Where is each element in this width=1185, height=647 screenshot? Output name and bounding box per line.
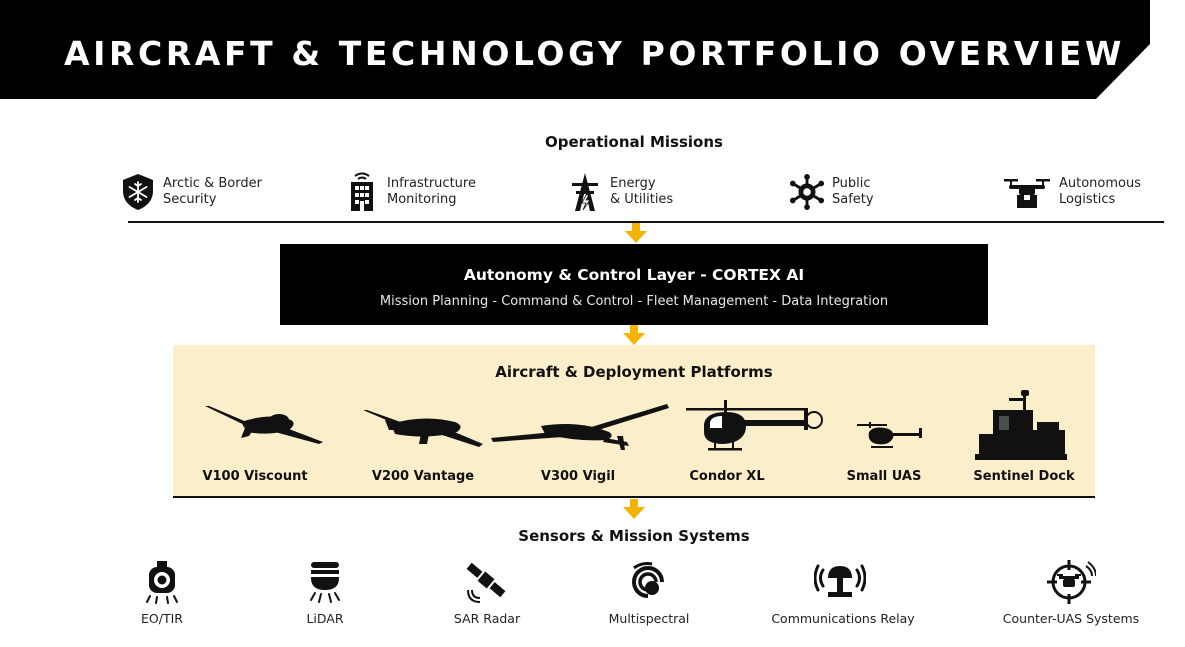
building-icon [344,172,380,211]
cortex-layer-box: Autonomy & Control Layer - CORTEX AI Mis… [280,244,988,325]
platform-label: V200 Vantage [371,469,475,484]
mission-logistics: Autonomous Logistics [1002,172,1141,212]
sentinel-dock-station-icon [973,390,1069,462]
platform-label: Small UAS [846,469,922,484]
platforms-divider [173,496,1095,498]
missions-divider [128,221,1164,223]
cortex-title: Autonomy & Control Layer - CORTEX AI [463,266,805,284]
sensors-title: Sensors & Mission Systems [518,527,750,545]
camera-gimbal-icon [146,561,178,604]
v300-vigil-aircraft-icon [489,402,669,452]
platform-label: Sentinel Dock [973,469,1075,484]
v100-viscount-aircraft-icon [201,402,327,444]
missions-title: Operational Missions [545,133,723,151]
cortex-subtitle: Mission Planning - Command & Control - F… [379,294,889,309]
platform-label: Condor XL [689,469,765,484]
banner-shape [0,0,1150,99]
mission-label: Public Safety [832,176,874,207]
sensor-label: Communications Relay [771,611,915,626]
mission-energy: Energy & Utilities [567,172,673,212]
mission-label: Arctic & Border Security [163,176,262,207]
flow-arrow-icon [623,499,645,519]
mission-public-safety: Public Safety [789,172,874,212]
small-uas-drone-icon [855,420,927,450]
emergency-star-icon [789,174,825,210]
platform-label: V300 Vigil [540,469,616,484]
flow-arrow-icon [625,223,647,243]
mission-label: Infrastructure Monitoring [387,176,476,207]
v200-vantage-aircraft-icon [361,406,485,448]
delivery-drone-icon [1002,174,1052,210]
mission-infrastructure: Infrastructure Monitoring [344,172,476,212]
antenna-icon [814,564,866,597]
platform-label: V100 Viscount [202,469,308,484]
sensor-label: LiDAR [306,611,344,626]
sensor-label: EO/TIR [141,611,183,626]
platforms-title: Aircraft & Deployment Platforms [495,363,773,381]
header-banner: AIRCRAFT & TECHNOLOGY PORTFOLIO OVERVIEW [0,0,1150,99]
mission-label: Autonomous Logistics [1059,176,1142,207]
crosshair-drone-icon [1047,560,1096,604]
spectrum-icon [632,562,664,598]
mission-label: Energy & Utilities [610,176,674,207]
sensor-label: Counter-UAS Systems [1002,611,1140,626]
page-title: AIRCRAFT & TECHNOLOGY PORTFOLIO OVERVIEW [64,34,1125,73]
flow-arrow-icon [623,325,645,345]
sensor-label: Multispectral [608,611,690,626]
lidar-icon [310,562,340,603]
power-tower-icon [567,173,603,211]
snowflake-shield-icon [120,174,156,210]
sensor-label: SAR Radar [453,611,521,626]
platforms-panel [173,345,1095,496]
mission-arctic-border: Arctic & Border Security [120,172,262,212]
satellite-icon [466,562,506,603]
condor-xl-helicopter-icon [684,398,824,456]
